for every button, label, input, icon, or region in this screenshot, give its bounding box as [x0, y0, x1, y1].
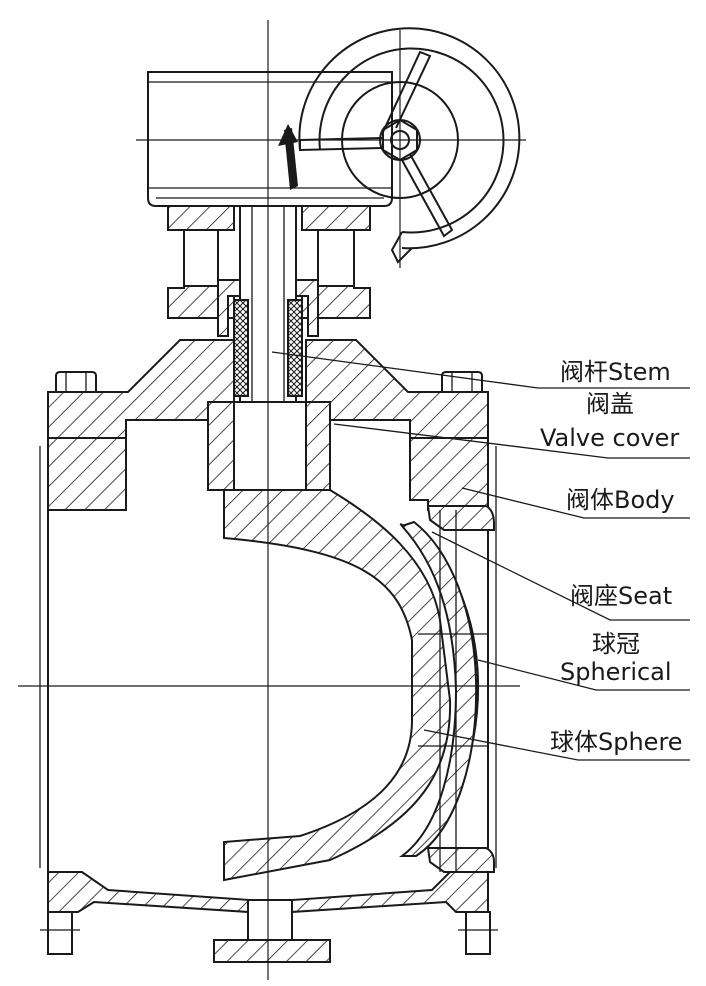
spherical-label-cn: 球冠: [592, 630, 640, 658]
valve-body: [39, 437, 498, 963]
rotation-arrow-icon: [278, 124, 298, 190]
valve-cover-label-cn: 阀盖: [586, 390, 634, 418]
seat-label: 阀座Seat: [570, 582, 672, 610]
stem-bore: [207, 401, 331, 491]
sphere-label: 球体Sphere: [550, 728, 683, 756]
valve-cover-label-en: Valve cover: [540, 424, 679, 452]
spherical-label-en: Spherical: [560, 658, 672, 686]
body-label: 阀体Body: [566, 486, 675, 514]
handwheel: [298, 27, 521, 264]
packing-gland: [217, 279, 319, 397]
sphere: [223, 489, 452, 882]
leader-lines: [271, 351, 690, 761]
stem-label: 阀杆Stem: [560, 358, 671, 386]
centerlines: [18, 20, 526, 980]
gearbox-housing: [147, 71, 393, 207]
spherical-crown: [398, 520, 480, 857]
seat: [426, 505, 495, 873]
